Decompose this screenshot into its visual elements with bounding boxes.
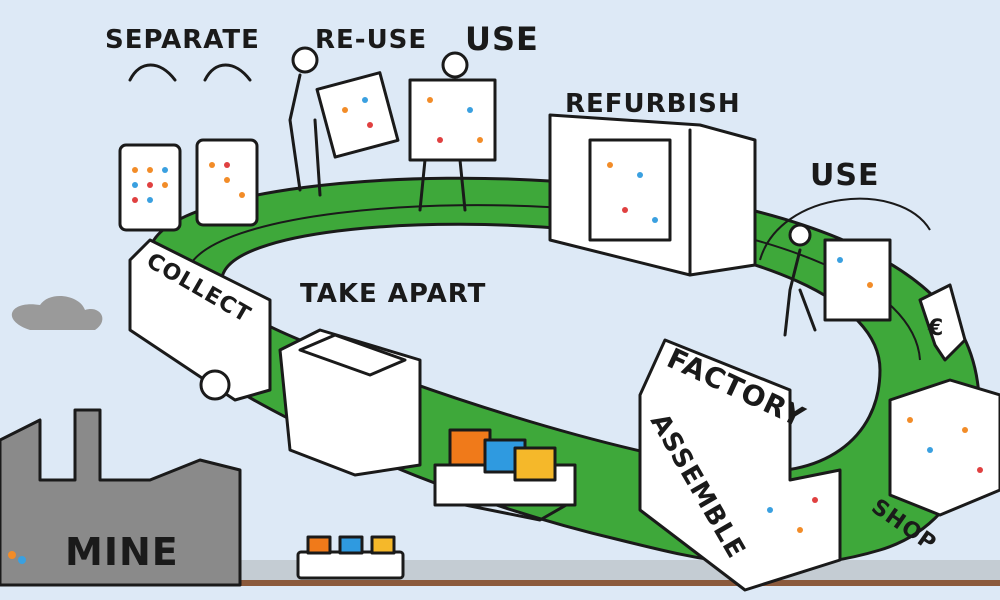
use-right-label: USE xyxy=(810,158,879,193)
mine-building: MINE xyxy=(0,295,242,587)
price-tag-label: € xyxy=(927,316,944,341)
refurbish-building: REFURBISH xyxy=(548,89,757,277)
refurbish-label: REFURBISH xyxy=(565,89,741,119)
reuse-figure: RE-USE xyxy=(288,25,427,197)
separate-label: SEPARATE xyxy=(105,25,260,55)
take-apart-building: TAKE APART xyxy=(278,279,577,522)
ground-line xyxy=(0,580,1000,586)
use-figure-right: USE € xyxy=(759,158,967,362)
mine-label: MINE xyxy=(65,530,179,574)
separate-bins: SEPARATE xyxy=(105,25,260,232)
reuse-label: RE-USE xyxy=(315,25,427,55)
take-apart-label: TAKE APART xyxy=(300,279,486,309)
use-top-label: USE xyxy=(465,20,539,58)
use-figure-top: USE xyxy=(408,20,539,212)
bottom-cart xyxy=(296,535,405,580)
